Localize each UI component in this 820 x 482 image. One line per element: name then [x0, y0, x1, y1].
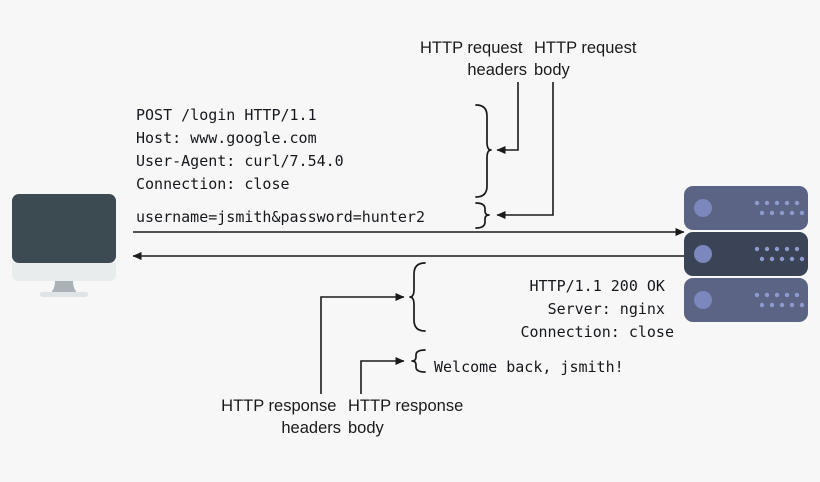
response-headers-brace: [409, 262, 426, 332]
server-dot-grid: [754, 246, 805, 262]
server-led-icon: [694, 199, 712, 217]
request-body-label: HTTP request body: [534, 39, 641, 79]
server-stack: [684, 186, 808, 322]
server-led-icon: [694, 245, 712, 263]
response-headers-text: HTTP/1.1 200 OK Server: nginx Connection…: [520, 277, 674, 341]
server-led-icon: [694, 291, 712, 309]
request-headers-text: POST /login HTTP/1.1 Host: www.google.co…: [136, 106, 353, 193]
request-headers-brace: [475, 104, 492, 198]
server-unit-middle: [684, 232, 808, 276]
response-headers-connector: [320, 293, 405, 394]
response-body-connector: [360, 357, 405, 394]
response-headers-label: HTTP response headers: [221, 397, 341, 437]
server-dot-grid: [754, 200, 805, 216]
server-dot-grid: [754, 292, 805, 308]
request-body-text: username=jsmith&password=hunter2: [136, 208, 425, 226]
server-unit-bottom: [684, 278, 808, 322]
request-body-brace: [475, 202, 490, 229]
monitor-chin: [12, 263, 116, 281]
request-headers-connector: [496, 82, 519, 154]
response-body-brace: [411, 349, 426, 373]
monitor-screen: [12, 194, 116, 263]
request-body-connector: [496, 82, 554, 219]
desktop-computer: [12, 194, 116, 297]
request-headers-label: HTTP request headers: [420, 39, 527, 79]
response-body-text: Welcome back, jsmith!: [434, 358, 624, 376]
monitor-foot: [40, 292, 88, 297]
response-body-label: HTTP response body: [348, 397, 468, 437]
server-unit-top: [684, 186, 808, 230]
